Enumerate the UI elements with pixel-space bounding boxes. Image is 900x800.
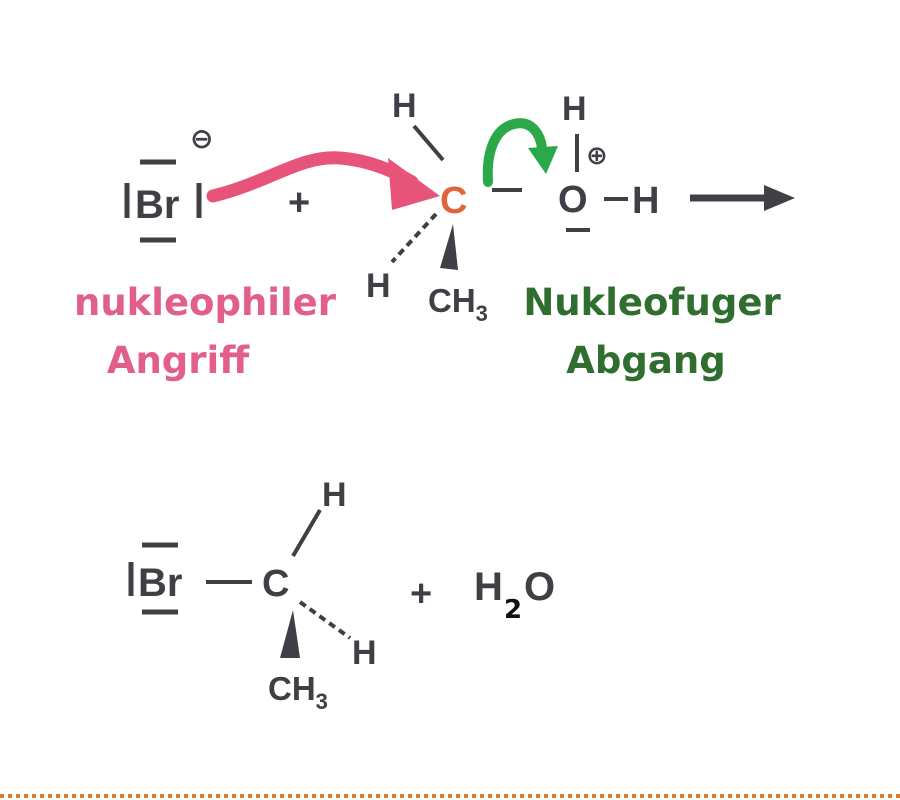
hydrogen-top: H <box>392 87 417 125</box>
water-hydrogen: H <box>474 565 503 609</box>
nucleophilic-arrowhead <box>388 158 440 210</box>
product-hydrogen-top: H <box>322 476 347 514</box>
bromomethane-product: Br C H H CH3 <box>128 476 377 714</box>
product-hydrogen-right: H <box>352 634 377 672</box>
positive-charge: ⊕ <box>586 140 608 170</box>
water-oxygen: O <box>524 565 555 609</box>
leaving-arrowhead <box>528 146 558 174</box>
hashed-bond-c-h <box>390 212 438 264</box>
methyl-top: CH3 <box>428 282 488 326</box>
bond-c-h-upper <box>291 508 322 558</box>
product-wedge-bond <box>280 610 300 658</box>
water-product: H 2 O <box>474 565 555 625</box>
product-methyl: CH3 <box>268 670 328 714</box>
oxygen-atom: O <box>558 179 588 221</box>
bond-c-h-top <box>412 124 445 162</box>
negative-charge: ⊖ <box>190 123 213 154</box>
nucleophilic-attack-arrow <box>206 151 419 203</box>
hydrogen-left: H <box>366 267 391 305</box>
wedge-bond-c-ch3 <box>440 224 458 270</box>
plus-sign-bottom: + <box>410 573 432 615</box>
label-nucleofuge-line1: Nukleofuger <box>523 281 781 324</box>
product-hashed-bond <box>298 600 352 640</box>
hydrogen-on-oxygen-top: H <box>562 90 587 128</box>
leaving-group-arrow <box>482 118 547 187</box>
label-nucleophilic-line1: nukleophiler <box>74 281 337 324</box>
hydrogen-on-oxygen-right: H <box>632 180 659 222</box>
reaction-arrowhead <box>764 185 795 211</box>
bromide-ion: Br ⊖ <box>124 123 213 243</box>
product-carbon: C <box>262 563 289 605</box>
water-subscript: 2 <box>504 595 522 625</box>
product-bromine: Br <box>138 561 182 605</box>
label-nucleofuge-line2: Abgang <box>566 339 725 382</box>
central-carbon: C <box>440 180 467 222</box>
plus-sign-top: + <box>288 182 310 224</box>
label-nucleophilic-line2: Angriff <box>107 339 250 382</box>
bromine-symbol: Br <box>135 183 179 227</box>
